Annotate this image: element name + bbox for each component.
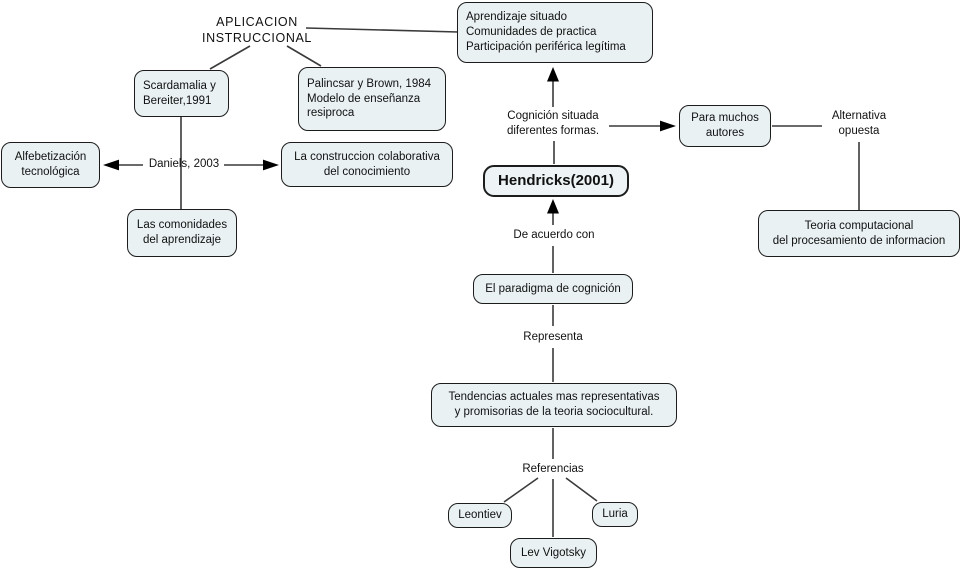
node-palincsar-brown[interactable]: Palincsar y Brown, 1984 Modelo de enseña…: [298, 67, 446, 131]
line-aplicacion-to-palincsar: [286, 45, 322, 67]
node-luria[interactable]: Luria: [592, 502, 638, 527]
label-daniels-2003[interactable]: Daniels, 2003: [148, 158, 220, 171]
node-leontiev[interactable]: Leontiev: [448, 503, 512, 528]
arrowhead-to-hendricks: [547, 199, 559, 214]
line-referencias-to-leontiev: [503, 477, 539, 503]
arrowhead-to-paramuchos: [660, 120, 676, 132]
node-hendricks-2001[interactable]: Hendricks(2001): [483, 165, 629, 197]
label-de-acuerdo-con[interactable]: De acuerdo con: [513, 229, 595, 242]
node-scardamalia-bereiter[interactable]: Scardamalia y Bereiter,1991: [134, 70, 229, 117]
arrowhead-to-alfebetizacion: [103, 159, 119, 171]
node-aprendizaje-situado[interactable]: Aprendizaje situado Comunidades de pract…: [457, 2, 653, 63]
label-representa[interactable]: Representa: [523, 331, 583, 344]
node-teoria-computacional[interactable]: Teoria computacional del procesamiento d…: [758, 210, 960, 257]
node-paradigma-cognicion[interactable]: El paradigma de cognición: [473, 274, 633, 304]
node-alfebetizacion-tecnologica[interactable]: Alfebetización tecnológica: [1, 142, 100, 188]
arrowhead-to-aprendizaje: [547, 67, 559, 82]
line-aplicacion-to-scardamalia: [209, 45, 251, 70]
node-comonidades-aprendizaje[interactable]: Las comonidades del aprendizaje: [127, 209, 237, 257]
label-aplicacion-instruccional[interactable]: APLICACION INSTRUCCIONAL: [202, 14, 312, 45]
node-para-muchos-autores[interactable]: Para muchos autores: [679, 105, 771, 147]
label-cognicion-situada[interactable]: Cognición situada diferentes formas.: [506, 110, 600, 137]
node-tendencias-actuales[interactable]: Tendencias actuales mas representativas …: [431, 383, 677, 427]
node-lev-vigotsky[interactable]: Lev Vigotsky: [510, 538, 597, 568]
line-referencias-to-luria: [565, 477, 598, 502]
node-construccion-colaborativa[interactable]: La construccion colaborativa del conocim…: [281, 142, 453, 187]
arrowhead-to-construccion: [263, 159, 279, 171]
label-referencias[interactable]: Referencias: [522, 463, 584, 476]
line-aplicacion-to-aprendizaje: [305, 27, 459, 33]
label-alternativa-opuesta[interactable]: Alternativa opuesta: [831, 110, 887, 137]
